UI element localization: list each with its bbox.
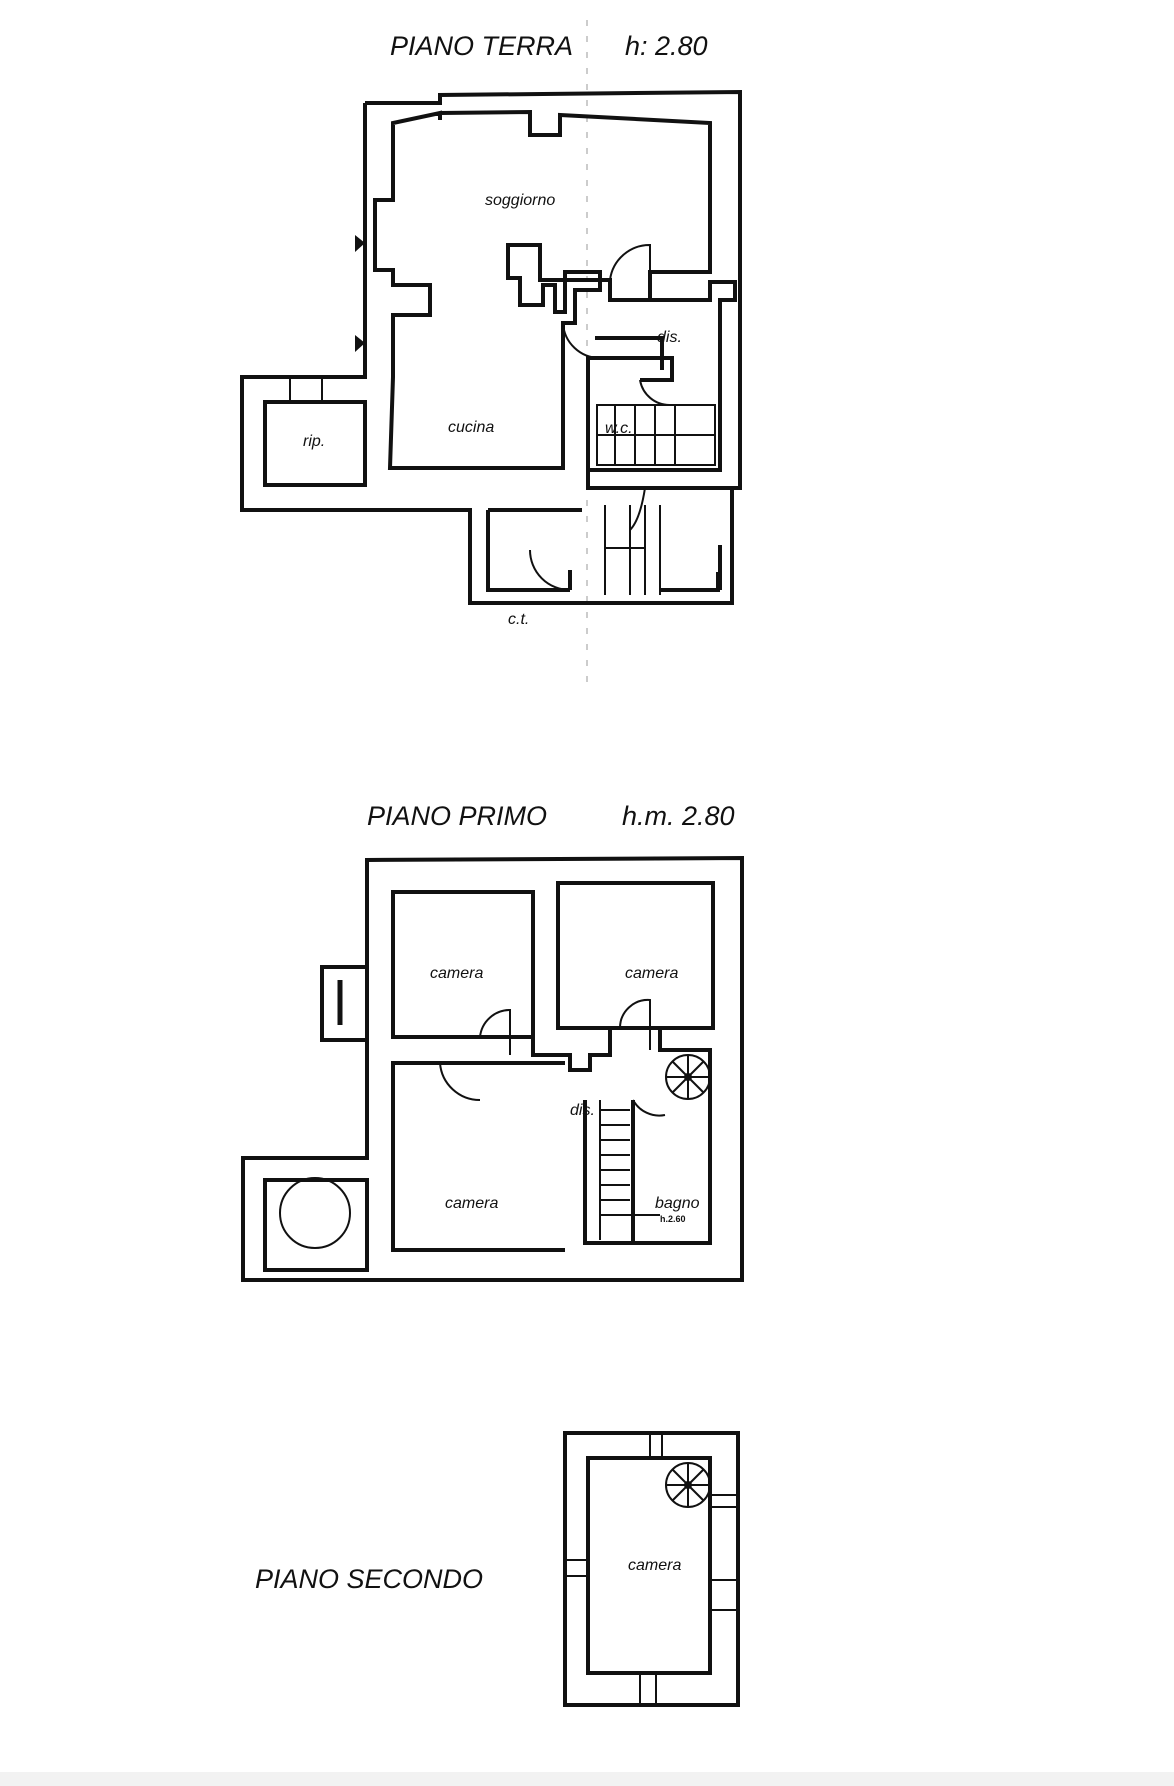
ground-outer-wall xyxy=(240,89,742,605)
room-label: rip. xyxy=(303,433,325,450)
ground-stairs xyxy=(596,404,716,595)
ground-floor-height: h: 2.80 xyxy=(625,31,708,61)
ground-floor-title: PIANO TERRA xyxy=(390,31,573,61)
bedroom-wall xyxy=(556,881,715,1030)
room-label: camera xyxy=(430,965,483,982)
first-floor-title: PIANO PRIMO xyxy=(367,801,547,831)
room-label: camera xyxy=(625,965,678,982)
first-floor-plan: PIANO PRIMO h.m. 2.80 xyxy=(241,801,744,1282)
spiral-staircase-icon xyxy=(665,1054,711,1100)
height-note: h.2.60 xyxy=(660,1214,686,1224)
first-stairs xyxy=(599,1100,660,1240)
tank-enclosure xyxy=(263,1178,369,1272)
room-label: w.c. xyxy=(605,420,633,437)
first-outer-wall xyxy=(241,855,744,1282)
tank xyxy=(279,1177,351,1249)
living-inner-wall xyxy=(373,109,712,470)
second-floor-plan: PIANO SECONDO camera xyxy=(255,1431,740,1707)
bedroom-wall xyxy=(391,890,535,1039)
room-label: c.t. xyxy=(508,611,529,628)
room-label: camera xyxy=(628,1557,681,1574)
first-floor-height: h.m. 2.80 xyxy=(622,801,735,831)
balcony xyxy=(320,965,369,1042)
storage-room-wall xyxy=(263,400,367,487)
room-label: cucina xyxy=(448,419,494,436)
second-floor-title: PIANO SECONDO xyxy=(255,1564,483,1594)
entrance-arrow-icon xyxy=(355,235,365,252)
room-label: soggiorno xyxy=(485,192,555,209)
room-label: dis. xyxy=(570,1102,595,1119)
room-label: bagno xyxy=(655,1195,700,1212)
ground-floor-plan: PIANO TERRA h: 2.80 xyxy=(240,20,742,690)
entrance-arrow-icon xyxy=(355,335,365,352)
room-label: dis. xyxy=(657,329,682,346)
spiral-staircase-icon xyxy=(665,1462,711,1508)
room-label: camera xyxy=(445,1195,498,1212)
